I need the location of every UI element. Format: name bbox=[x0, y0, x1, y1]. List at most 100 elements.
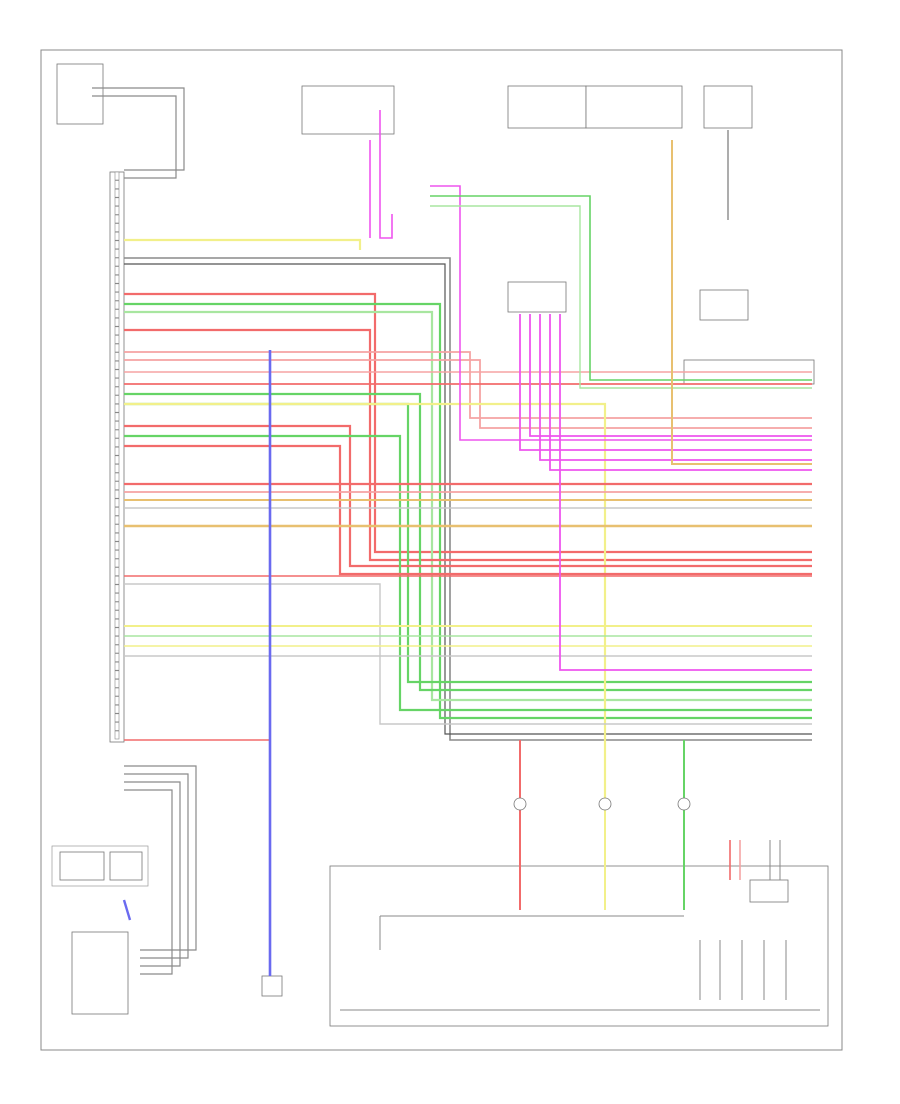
connector-pin bbox=[114, 326, 120, 336]
connector-pin bbox=[114, 266, 120, 275]
connector-pin bbox=[114, 524, 120, 533]
connector-pin bbox=[114, 498, 120, 508]
connector-pin bbox=[114, 558, 120, 568]
component-lower-left-3 bbox=[71, 931, 129, 1015]
connector-pin bbox=[114, 593, 120, 602]
connector-pin bbox=[114, 618, 120, 628]
connector-pin bbox=[114, 438, 120, 447]
connector-pin bbox=[114, 214, 120, 224]
component-lower-left-2 bbox=[109, 851, 143, 881]
connector-pin bbox=[114, 335, 120, 344]
ground-point bbox=[513, 797, 527, 811]
wire-yellow-0 bbox=[124, 238, 362, 250]
connector-pin bbox=[114, 360, 120, 370]
wire-lightgrey-23 bbox=[124, 583, 812, 725]
connector-pin bbox=[114, 240, 120, 250]
connector-pin bbox=[114, 610, 120, 619]
connector-pin bbox=[114, 206, 120, 215]
wire-green-4 bbox=[124, 302, 812, 720]
connector-pin bbox=[114, 696, 120, 705]
wire-magenta-29 bbox=[379, 110, 393, 239]
wire-red-3 bbox=[124, 292, 812, 554]
connector-pin bbox=[114, 644, 120, 654]
fuse-box-1 bbox=[301, 85, 395, 135]
wire-lightgreen-5 bbox=[124, 310, 812, 702]
wire-magenta-31 bbox=[430, 185, 812, 441]
grounds-group bbox=[513, 797, 691, 811]
connector-pin bbox=[114, 231, 120, 241]
connector-pin bbox=[114, 636, 120, 645]
connector-pin bbox=[114, 386, 120, 396]
connector-pin bbox=[114, 489, 120, 499]
wire-red-16 bbox=[124, 444, 812, 576]
wire-green-11 bbox=[124, 392, 812, 692]
ground-point bbox=[598, 797, 612, 811]
connector-pin bbox=[114, 687, 120, 697]
connector-pin bbox=[114, 309, 120, 318]
wire-green-37 bbox=[430, 195, 812, 381]
wire-grey-47 bbox=[124, 773, 189, 959]
wire-grey-62 bbox=[92, 87, 185, 171]
wire-grey-48 bbox=[124, 781, 181, 967]
wire-grey-46 bbox=[124, 765, 197, 951]
connector-pin bbox=[114, 378, 120, 387]
connector-pin bbox=[114, 257, 120, 267]
connector-pin bbox=[114, 249, 120, 258]
control-switch-box bbox=[699, 289, 749, 321]
connector-pin bbox=[114, 274, 120, 284]
diagram-border bbox=[40, 49, 843, 1051]
wire-red-14 bbox=[124, 424, 812, 568]
connector-pin bbox=[114, 283, 120, 293]
wire-yellow-13 bbox=[124, 402, 607, 800]
wire-orange-42 bbox=[671, 140, 812, 465]
fuse-box-4 bbox=[703, 85, 753, 129]
connector-pin bbox=[114, 300, 120, 310]
connector-pin bbox=[114, 507, 120, 516]
ground-point bbox=[677, 797, 691, 811]
connector-pin bbox=[114, 575, 120, 585]
connector-pin bbox=[114, 180, 120, 189]
wires-group bbox=[92, 87, 820, 1011]
wire-blue-45 bbox=[122, 899, 132, 921]
right-switch-module bbox=[749, 879, 789, 903]
connector-pin bbox=[114, 661, 120, 671]
component-lower-left-1 bbox=[59, 851, 105, 881]
wire-magenta-36 bbox=[559, 314, 812, 671]
connector-pin bbox=[114, 601, 120, 611]
wire-red-6 bbox=[124, 328, 812, 562]
wire-grey-63 bbox=[92, 95, 177, 179]
connector-pin bbox=[114, 472, 120, 482]
connector-pin bbox=[114, 730, 120, 740]
lower-right-switch-panel bbox=[329, 865, 829, 1027]
connectors-group bbox=[114, 171, 120, 740]
connector-pin bbox=[114, 197, 120, 207]
connector-pin bbox=[114, 464, 120, 473]
connector-pin bbox=[114, 567, 120, 576]
wire-lightgreen-38 bbox=[430, 205, 812, 389]
antenna-module-box bbox=[56, 63, 104, 125]
connector-pin bbox=[114, 412, 120, 422]
connector-pin bbox=[114, 429, 120, 439]
connector-pin bbox=[114, 704, 120, 714]
connector-pin bbox=[114, 670, 120, 680]
wire-pink-7 bbox=[124, 351, 812, 419]
connector-pin bbox=[114, 515, 120, 525]
connector-pin bbox=[114, 653, 120, 662]
connector-pin bbox=[114, 550, 120, 559]
connector-pin bbox=[114, 395, 120, 404]
connector-pin bbox=[114, 317, 120, 327]
connector-pin bbox=[114, 713, 120, 723]
wire-magenta-32 bbox=[519, 314, 812, 451]
small-ecu-box bbox=[261, 975, 283, 997]
connector-pin bbox=[114, 541, 120, 551]
connector-pin bbox=[114, 722, 120, 731]
wire-magenta-35 bbox=[549, 314, 812, 471]
connector-pin bbox=[114, 188, 120, 198]
connector-pin bbox=[114, 679, 120, 688]
wire-pink-8 bbox=[124, 359, 812, 429]
connector-pin bbox=[114, 481, 120, 490]
connector-pin bbox=[114, 627, 120, 637]
connector-pin bbox=[114, 171, 120, 181]
connector-pin bbox=[114, 584, 120, 594]
